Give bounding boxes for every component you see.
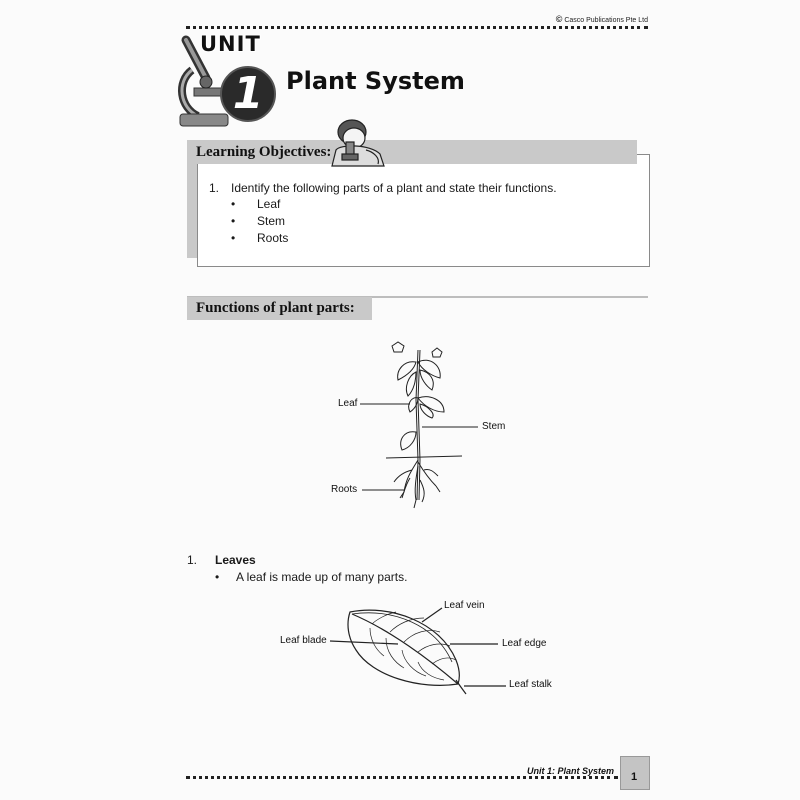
copyright-text: Casco Publications Pte Ltd [564,17,648,24]
page-number: 1 [630,771,638,783]
objective-part-label: Roots [257,231,289,245]
section-bullet-text: A leaf is made up of many parts. [236,570,408,584]
objective-part-item: • Stem [231,214,285,228]
objective-part-label: Leaf [257,197,281,211]
objective-part-label: Stem [257,214,286,228]
bottom-dotted-rule [186,776,618,779]
leaf-stalk-label: Leaf stalk [509,679,552,690]
page-title: Plant System [286,67,465,95]
leaf-blade-label: Leaf blade [280,635,327,646]
page-number-tab [620,756,650,790]
plant-roots-label: Roots [331,484,358,495]
objectives-heading: Learning Objectives: [196,144,332,160]
leaf-edge-label: Leaf edge [502,638,547,649]
objective-text: Identify the following parts of a plant … [231,181,557,195]
plant-stem-label: Stem [482,421,506,432]
unit-label: UNIT [200,32,261,56]
objective-part-item: • Roots [231,231,288,245]
section-title: Leaves [215,553,256,567]
section-number: 1. [187,553,198,567]
copyright-icon: © [555,14,563,24]
leaf-vein-label: Leaf vein [444,600,485,611]
running-footer-title: Unit 1: Plant System [527,766,615,776]
copyright-notice: ©Casco Publications Pte Ltd [540,14,648,24]
bullet-icon: • [231,231,236,245]
functions-heading: Functions of plant parts: [196,300,355,316]
microscope-icon [178,35,229,127]
objective-part-item: • Leaf [231,197,280,211]
unit-number: 1 [220,66,276,122]
bullet-icon: • [231,214,236,228]
objective-item: 1. Identify the following parts of a plan… [209,180,557,197]
objectives-header-band [187,140,637,164]
functions-header-band [187,297,372,320]
bullet-icon: • [215,570,220,584]
objectives-side-band [187,140,197,258]
section-bullet-item: • A leaf is made up of many parts. [215,570,407,584]
plant-leaf-label: Leaf [338,398,358,409]
unit-badge: UNIT 1 [172,30,276,130]
objective-number: 1. [209,181,220,195]
top-dotted-rule [186,26,648,29]
objectives-box [197,154,650,267]
functions-rule [187,296,648,298]
bullet-icon: • [231,197,236,211]
